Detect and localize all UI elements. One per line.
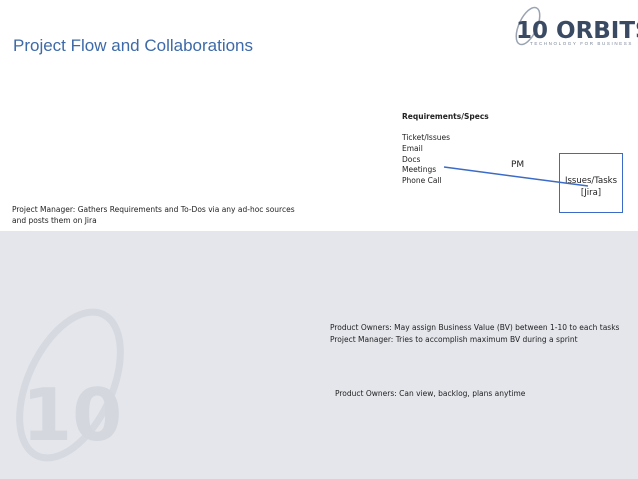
pm-note-line1: Project Manager: Gathers Requirements an… — [12, 205, 295, 214]
watermark-logo: 10 — [16, 308, 124, 462]
company-logo: 10 ORBITS TECHNOLOGY FOR BUSINESS — [508, 4, 638, 48]
requirements-item: Docs — [402, 155, 421, 164]
requirements-heading: Requirements/Specs — [402, 112, 489, 121]
requirements-item: Email — [402, 144, 423, 153]
pm-label: PM — [511, 160, 525, 170]
bottom-band — [0, 231, 638, 479]
requirements-item: Phone Call — [402, 176, 442, 185]
requirements-item: Meetings — [402, 165, 437, 174]
jira-box-line1: Issues/Tasks — [564, 176, 618, 186]
watermark-text: 10 — [22, 373, 122, 457]
pm-note-line2: and posts them on Jira — [12, 216, 97, 225]
po-note-line1: Product Owners: May assign Business Valu… — [330, 323, 620, 332]
jira-box: Issues/Tasks [Jira] — [559, 153, 623, 213]
orbit-icon — [515, 6, 541, 46]
po-note-line3: Product Owners: Can view, backlog, plans… — [335, 389, 526, 398]
po-note-line2: Project Manager: Tries to accomplish max… — [330, 335, 578, 344]
page-title: Project Flow and Collaborations — [13, 36, 254, 55]
jira-box-line2: [Jira] — [580, 188, 602, 198]
logo-text: 10 ORBITS — [516, 18, 638, 44]
logo-tagline: TECHNOLOGY FOR BUSINESS — [530, 41, 633, 46]
requirements-item: Ticket/Issues — [402, 133, 451, 142]
